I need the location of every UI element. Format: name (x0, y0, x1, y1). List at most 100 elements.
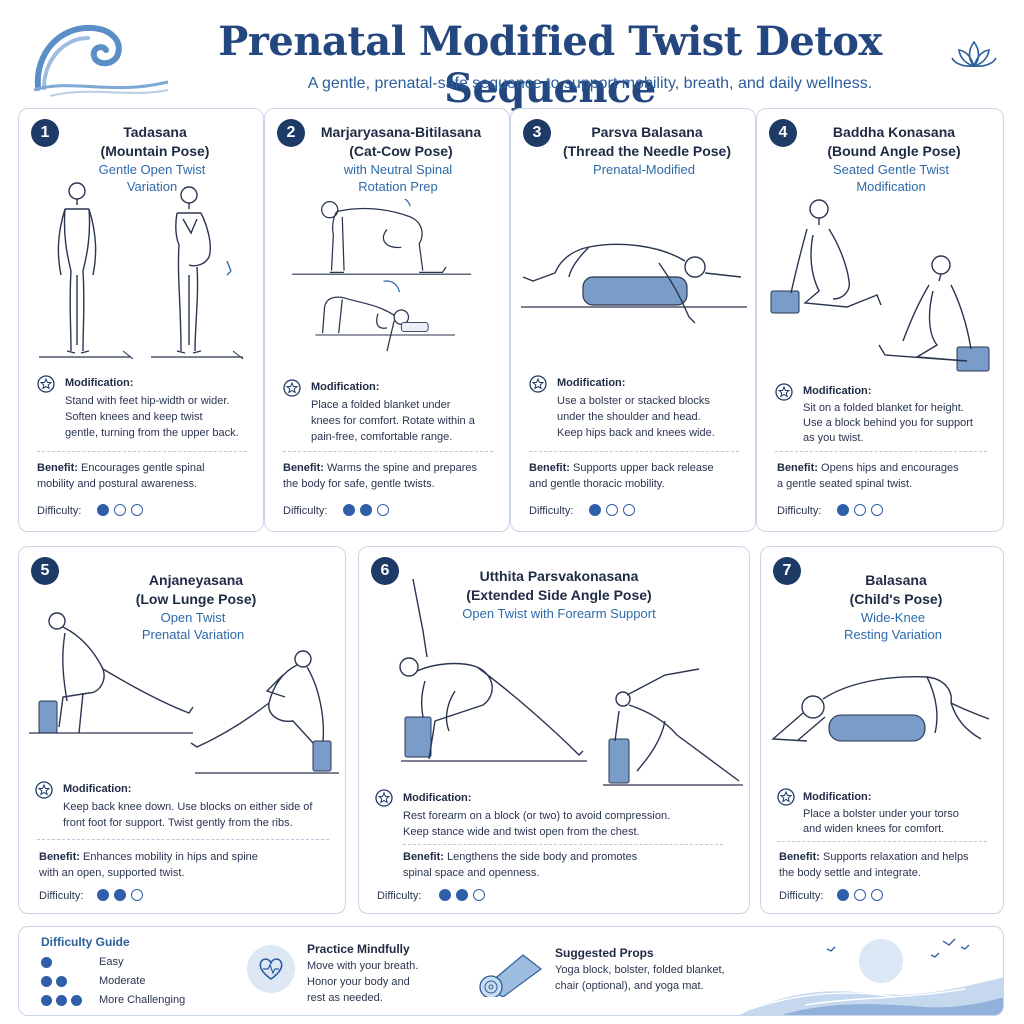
pose-name-line1: Marjaryasana-Bitilasana (320, 124, 482, 140)
guide-row-challenging: More Challenging (41, 994, 185, 1006)
star-badge-icon (37, 375, 55, 393)
mindful-line3: rest as needed. (307, 992, 383, 1004)
modification-line2: knees for comfort. Rotate within a (311, 415, 475, 427)
extended-side-angle-illustration (399, 578, 743, 786)
modification-line1: Stand with feet hip-width or wider. (65, 395, 230, 407)
header: Prenatal Modified Twist Detox Sequence A… (0, 0, 1024, 112)
star-badge-icon (35, 781, 53, 799)
step-number-badge: 4 (769, 119, 797, 147)
guide-dots (41, 975, 99, 987)
divider (37, 451, 247, 452)
difficulty-dot (606, 504, 618, 516)
modification-line3: pain-free, comfortable range. (311, 431, 453, 443)
difficulty-dot (114, 504, 126, 516)
difficulty-guide-title: Difficulty Guide (41, 935, 130, 949)
difficulty-dot (854, 504, 866, 516)
difficulty-label: Difficulty: (779, 890, 824, 902)
step-number-badge: 3 (523, 119, 551, 147)
practice-mindfully-title: Practice Mindfully (307, 942, 410, 956)
guide-dots (41, 956, 99, 968)
difficulty-dots (343, 504, 389, 516)
guide-dot (56, 975, 67, 987)
modification-line2: under the shoulder and head. (557, 411, 701, 423)
modification-label: Modification: (803, 791, 872, 803)
modification-line2: and widen knees for comfort. (803, 823, 945, 835)
pose-name-line1: Balasana (865, 572, 927, 588)
modification-line1: Place a bolster under your torso (803, 808, 959, 820)
modification-line2: Soften knees and keep twist (65, 411, 203, 423)
difficulty-dot (871, 889, 883, 901)
pose-variation-line1: Seated Gentle Twist (832, 162, 950, 177)
benefit-line2: the body settle and integrate. (779, 867, 921, 879)
pose-name-line1: Tadasana (123, 124, 187, 140)
pose-name-line2: (Low Lunge Pose) (135, 591, 257, 607)
pose-name-line2: (Child's Pose) (849, 591, 943, 607)
benefit-text: Enhances mobility in hips and spine (83, 851, 258, 863)
difficulty-dot (837, 504, 849, 516)
tadasana-illustration (39, 182, 244, 360)
modification-line2: Use a block behind you for support (803, 417, 973, 429)
difficulty-dot (131, 504, 143, 516)
footer-panel: Difficulty Guide Easy Moderate More Chal… (18, 926, 1004, 1016)
modification-label: Modification: (65, 377, 134, 389)
modification-line3: Keep hips back and knees wide. (557, 427, 715, 439)
benefit-line1: Benefit: Opens hips and encourages (777, 460, 959, 476)
divider (37, 839, 329, 840)
modification-label: Modification: (557, 377, 626, 389)
low-lunge-illustration (29, 612, 339, 774)
benefit-line1: Benefit: Supports relaxation and helps (779, 849, 969, 865)
difficulty-dots (837, 889, 883, 901)
modification-line3: as you twist. (803, 432, 864, 444)
benefit-text: Supports upper back release (573, 462, 714, 474)
page-title: Prenatal Modified Twist Detox Sequence (218, 18, 882, 112)
benefit-line1: Benefit: Supports upper back release (529, 460, 714, 476)
pose-name-line1: Anjaneyasana (148, 572, 244, 588)
guide-row-moderate: Moderate (41, 975, 145, 987)
guide-dot (56, 994, 67, 1006)
pose-variation-line2: Rotation Prep (358, 179, 438, 194)
benefit-label: Benefit: (529, 462, 570, 474)
difficulty-dot (456, 889, 468, 901)
benefit-line1: Benefit: Lengthens the side body and pro… (403, 849, 637, 865)
pose-variation-line2: Variation (126, 179, 178, 194)
benefit-text: Supports relaxation and helps (823, 851, 969, 863)
modification-label: Modification: (311, 381, 380, 393)
mindful-line2: Honor your body and (307, 976, 410, 988)
benefit-text: Warms the spine and prepares (327, 462, 478, 474)
pose-card-5: 5 Anjaneyasana (Low Lunge Pose) Open Twi… (18, 546, 346, 914)
divider (529, 451, 739, 452)
pose-name-line1: Parsva Balasana (591, 124, 703, 140)
modification-label: Modification: (63, 783, 132, 795)
pose-card-6: 6 Utthita Parsvakonasana (Extended Side … (358, 546, 750, 914)
pose-variation-line1: with Neutral Spinal (343, 162, 453, 177)
guide-dots (41, 994, 99, 1006)
pose-variation-line1: Gentle Open Twist (98, 162, 206, 177)
difficulty-dot (377, 504, 389, 516)
difficulty-dot (114, 889, 126, 901)
difficulty-label: Difficulty: (283, 505, 328, 517)
pose-name-line1: Baddha Konasana (832, 124, 956, 140)
divider (775, 451, 987, 452)
pose-name-line2: (Extended Side Angle Pose) (466, 587, 652, 603)
difficulty-dot (439, 889, 451, 901)
step-number-badge: 7 (773, 557, 801, 585)
difficulty-dots (97, 889, 143, 901)
difficulty-dots (97, 504, 143, 516)
props-line2: chair (optional), and yoga mat. (555, 980, 704, 992)
benefit-line1: Benefit: Enhances mobility in hips and s… (39, 849, 258, 865)
benefit-label: Benefit: (39, 851, 80, 863)
benefit-label: Benefit: (283, 462, 324, 474)
guide-dot (71, 994, 82, 1006)
benefit-line2: the body for safe, gentle twists. (283, 478, 435, 490)
difficulty-dot (131, 889, 143, 901)
benefit-line2: a gentle seated spinal twist. (777, 478, 913, 490)
suggested-props-title: Suggested Props (555, 946, 654, 960)
difficulty-dot (97, 504, 109, 516)
guide-label: Moderate (99, 975, 146, 987)
guide-label: Easy (99, 956, 124, 968)
thread-the-needle-illustration (521, 243, 747, 324)
modification-line1: Use a bolster or stacked blocks (557, 395, 710, 407)
guide-dot (41, 975, 52, 987)
modification-line1: Place a folded blanket under (311, 399, 451, 411)
modification-line3: gentle, turning from the upper back. (65, 427, 239, 439)
